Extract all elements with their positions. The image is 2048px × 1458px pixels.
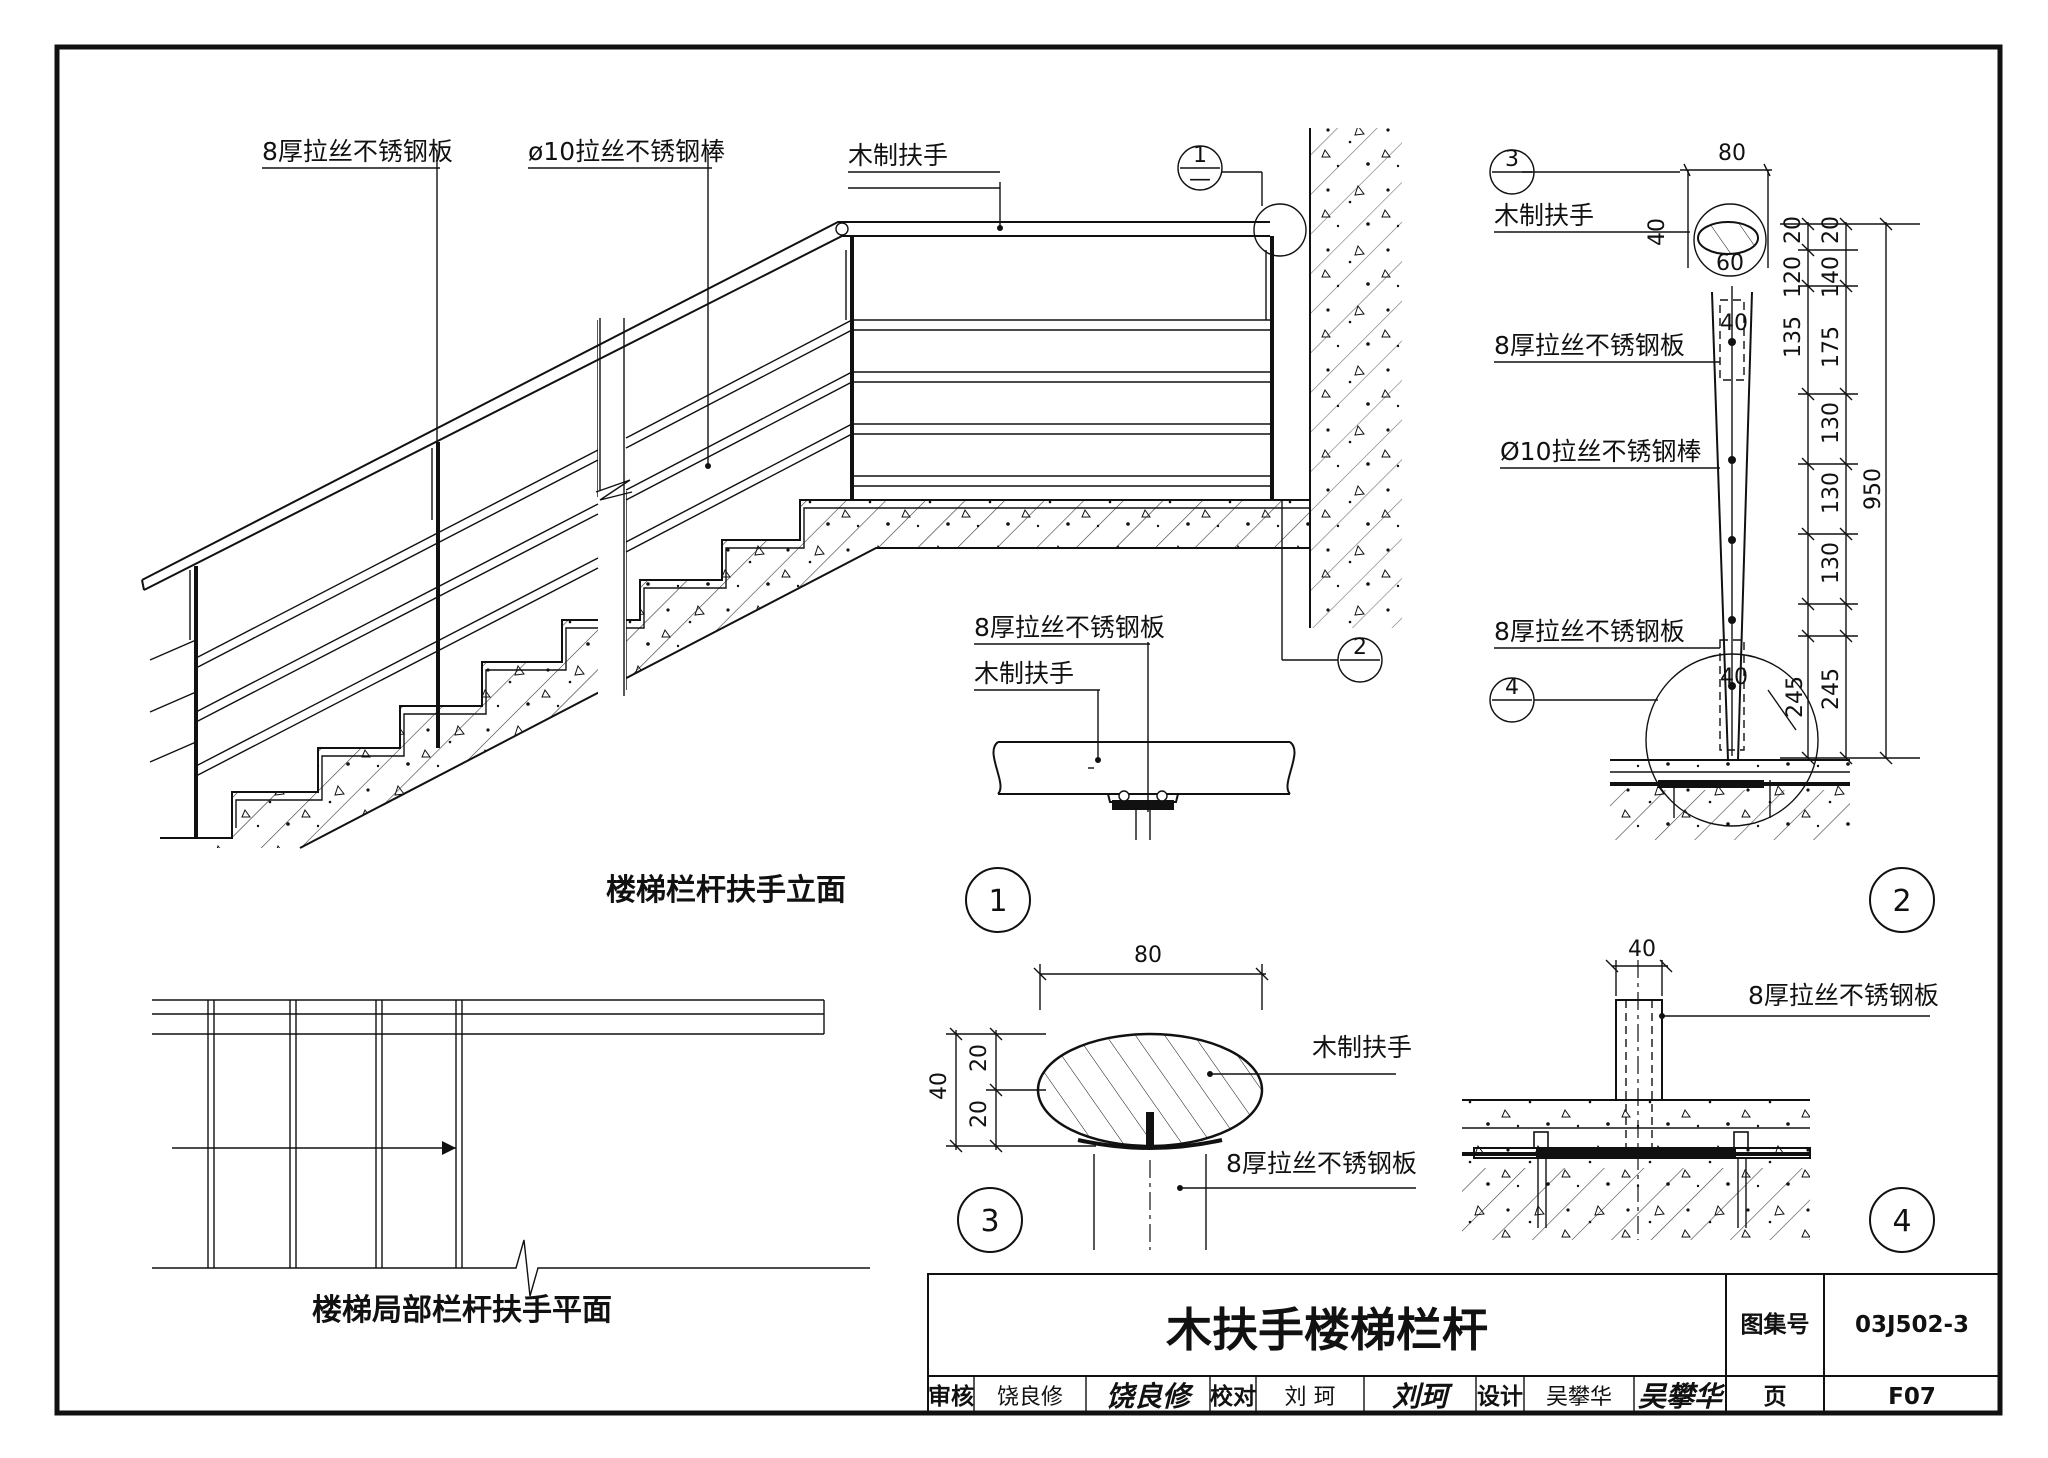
- detail2-post: [1711, 291, 1753, 761]
- detail2-handrail-section: [1697, 221, 1759, 255]
- svg-text:120: 120: [1781, 256, 1806, 298]
- page-number: F07: [1888, 1384, 1936, 1410]
- checker-signature: 刘珂: [1392, 1380, 1453, 1413]
- svg-text:80: 80: [1134, 943, 1162, 968]
- callout-detail-3: 3: [1489, 147, 1535, 195]
- svg-text:20: 20: [967, 1044, 992, 1072]
- title-elevation: 楼梯栏杆扶手立面: [606, 873, 846, 908]
- detail2-dim-chains: [1780, 217, 1920, 765]
- label-handrail-d2: 木制扶手: [1494, 201, 1594, 230]
- label-plate-d3: 8厚拉丝不锈钢板: [1226, 1149, 1417, 1178]
- stair-posts: [189, 236, 1274, 838]
- svg-text:40: 40: [1720, 311, 1748, 336]
- stair-railing-plan: 楼梯局部栏杆扶手平面: [152, 999, 870, 1328]
- svg-text:20: 20: [1781, 216, 1806, 244]
- detail-1: 8厚拉丝不锈钢板 木制扶手 1: [965, 613, 1296, 933]
- label-plate-d2-top: 8厚拉丝不锈钢板: [1494, 331, 1685, 360]
- detail-2: 80 40 60 40 40 245 20 120 135 20 1: [1489, 141, 1935, 933]
- stair-finish-line: [235, 507, 1310, 828]
- svg-text:140: 140: [1819, 256, 1844, 298]
- reviewer-signature: 饶良修: [1106, 1380, 1194, 1413]
- title-block: 木扶手楼梯栏杆 图集号 03J502-3 审核 饶良修 饶良修 校对 刘 珂 刘…: [927, 1273, 2001, 1414]
- svg-text:3: 3: [980, 1204, 999, 1239]
- title-plan: 楼梯局部栏杆扶手平面: [312, 1293, 612, 1328]
- svg-text:60: 60: [1716, 251, 1744, 276]
- svg-text:1: 1: [988, 884, 1007, 919]
- svg-text:4: 4: [1505, 675, 1519, 700]
- designer: 吴攀华: [1546, 1385, 1612, 1410]
- design-label: 设计: [1477, 1384, 1523, 1410]
- svg-text:20: 20: [967, 1100, 992, 1128]
- svg-text:40: 40: [927, 1072, 952, 1100]
- svg-text:2: 2: [1353, 635, 1367, 660]
- svg-text:245: 245: [1783, 676, 1808, 718]
- label-rod-d2: Ø10拉丝不锈钢棒: [1500, 437, 1702, 466]
- detail-marker-3: [957, 1187, 1023, 1253]
- detail-3: 80 40 20 20 木制扶手 8厚拉丝不锈钢板 3: [927, 943, 1417, 1253]
- label-handrail-elevation: 木制扶手: [848, 141, 948, 170]
- callout-detail-2: 2: [1281, 500, 1383, 683]
- callout-detail-4: 4: [1489, 675, 1658, 723]
- checker: 刘 珂: [1285, 1385, 1336, 1410]
- label-plate-d2-bottom: 8厚拉丝不锈钢板: [1494, 617, 1685, 646]
- svg-text:80: 80: [1718, 141, 1746, 166]
- svg-text:175: 175: [1819, 326, 1844, 368]
- detail-marker-2: [1869, 867, 1935, 933]
- label-plate-d1: 8厚拉丝不锈钢板: [974, 613, 1165, 642]
- atlas-label: 图集号: [1741, 1311, 1810, 1338]
- detail-4: 40 8厚拉丝不锈钢板 4: [1462, 937, 1939, 1253]
- svg-text:2: 2: [1892, 884, 1911, 919]
- reviewer: 饶良修: [997, 1385, 1063, 1410]
- check-label: 校对: [1210, 1383, 1256, 1410]
- detail-marker-1: [965, 867, 1031, 933]
- svg-text:40: 40: [1628, 937, 1656, 962]
- svg-text:245: 245: [1819, 668, 1844, 710]
- svg-text:1: 1: [1193, 143, 1207, 168]
- review-label: 审核: [928, 1383, 974, 1410]
- svg-text:3: 3: [1505, 147, 1519, 172]
- atlas-number: 03J502-3: [1855, 1312, 1969, 1338]
- callout-detail-1: 1 —: [1177, 143, 1307, 257]
- svg-text:20: 20: [1819, 216, 1844, 244]
- wood-handrail: [141, 221, 1270, 591]
- label-plate-elevation: 8厚拉丝不锈钢板: [262, 137, 453, 166]
- svg-text:—: —: [1189, 167, 1211, 192]
- svg-text:4: 4: [1892, 1204, 1911, 1239]
- drawing-title: 木扶手楼梯栏杆: [1166, 1303, 1488, 1357]
- detail-marker-4: [1869, 1187, 1935, 1253]
- stair-hatch: [232, 500, 1310, 848]
- label-rod-elevation: ø10拉丝不锈钢棒: [528, 137, 725, 166]
- svg-text:40: 40: [1720, 665, 1748, 690]
- svg-text:130: 130: [1819, 542, 1844, 584]
- page-label: 页: [1764, 1384, 1787, 1410]
- stair-railing-elevation: 8厚拉丝不锈钢板 ø10拉丝不锈钢棒 木制扶手 1 — 2 楼梯栏杆扶手立面: [141, 128, 1402, 908]
- stair-profile: [160, 499, 1310, 839]
- label-plate-d4: 8厚拉丝不锈钢板: [1748, 981, 1939, 1010]
- label-handrail-d1: 木制扶手: [974, 659, 1074, 688]
- detail1-handrail: [998, 741, 1290, 795]
- label-handrail-d3: 木制扶手: [1312, 1033, 1412, 1062]
- svg-text:950: 950: [1861, 468, 1886, 510]
- svg-text:130: 130: [1819, 402, 1844, 444]
- designer-signature: 吴攀华: [1638, 1380, 1726, 1413]
- svg-text:135: 135: [1781, 316, 1806, 358]
- svg-text:130: 130: [1819, 472, 1844, 514]
- stair-soffit: [299, 547, 1310, 849]
